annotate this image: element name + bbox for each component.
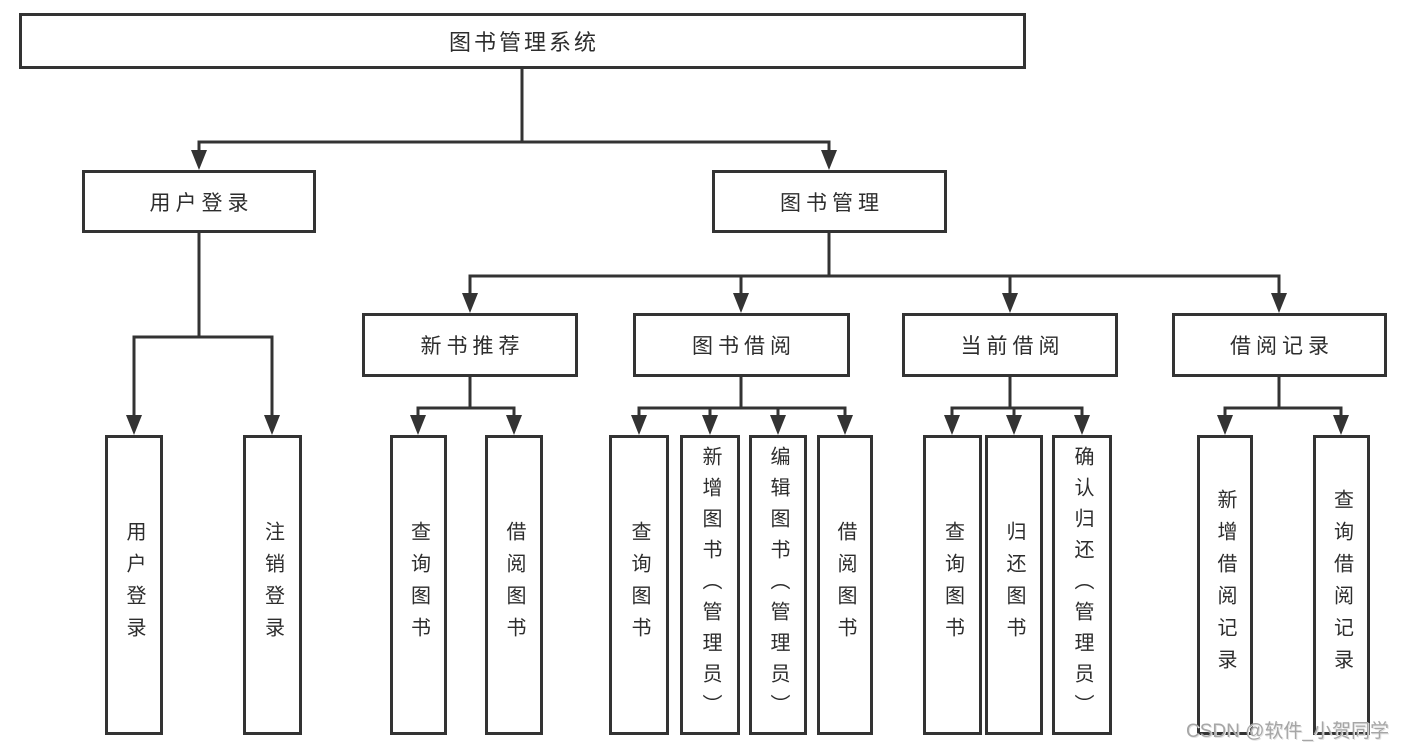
node-book-management-label: 图书管理: [780, 191, 884, 215]
leaf-records-query-record: 查询借阅记录: [1313, 435, 1370, 735]
leaf-borrow-borrow-book-label: 借阅图书: [834, 521, 856, 649]
connector-root-to-level2: [197, 69, 831, 152]
connector-current-to-leaves: [950, 377, 1084, 417]
leaf-borrow-edit-book-admin: 编辑图书（管理员）: [749, 435, 807, 735]
leaf-user-login-label: 用户登录: [123, 521, 145, 649]
node-book-borrow: 图书借阅: [633, 313, 850, 377]
leaf-recommend-query-book-label: 查询图书: [407, 521, 430, 649]
leaf-current-query-book: 查询图书: [923, 435, 982, 735]
connector-bookmgmt-to-level3: [468, 233, 1281, 295]
leaf-records-query-record-label: 查询借阅记录: [1330, 489, 1353, 681]
leaf-logout: 注销登录: [243, 435, 302, 735]
connector-borrowmgr-to-leaves: [637, 377, 847, 417]
leaf-borrow-query-book: 查询图书: [609, 435, 669, 735]
connector-userlogin-to-leaves: [132, 233, 274, 417]
leaf-borrow-edit-book-admin-label: 编辑图书（管理员）: [767, 445, 789, 725]
leaf-logout-label: 注销登录: [261, 521, 284, 649]
node-root: 图书管理系统: [19, 13, 1026, 69]
leaf-recommend-query-book: 查询图书: [390, 435, 447, 735]
leaf-recommend-borrow-book: 借阅图书: [485, 435, 543, 735]
leaf-current-confirm-return-admin: 确认归还（管理员）: [1052, 435, 1112, 735]
node-new-book-recommend: 新书推荐: [362, 313, 578, 377]
node-book-management: 图书管理: [712, 170, 947, 233]
node-new-book-recommend-label: 新书推荐: [420, 335, 525, 358]
node-current-borrow-label: 当前借阅: [960, 335, 1065, 358]
leaf-current-return-book-label: 归还图书: [1003, 521, 1025, 649]
leaf-records-add-record: 新增借阅记录: [1197, 435, 1253, 735]
leaf-borrow-query-book-label: 查询图书: [628, 521, 650, 649]
leaf-records-add-record-label: 新增借阅记录: [1214, 489, 1236, 681]
node-user-login: 用户登录: [82, 170, 316, 233]
csdn-watermark: CSDN @软件_小贺同学: [1186, 721, 1389, 742]
leaf-current-confirm-return-admin-label: 确认归还（管理员）: [1071, 445, 1093, 725]
leaf-borrow-borrow-book: 借阅图书: [817, 435, 873, 735]
leaf-recommend-borrow-book-label: 借阅图书: [503, 521, 525, 649]
leaf-borrow-add-book-admin-label: 新增图书（管理员）: [699, 445, 721, 725]
node-current-borrow: 当前借阅: [902, 313, 1118, 377]
node-root-label: 图书管理系统: [448, 30, 599, 55]
node-user-login-label: 用户登录: [149, 191, 254, 215]
leaf-user-login: 用户登录: [105, 435, 163, 735]
node-borrow-records-label: 借阅记录: [1230, 335, 1334, 358]
leaf-borrow-add-book-admin: 新增图书（管理员）: [680, 435, 740, 735]
leaf-current-query-book-label: 查询图书: [941, 521, 964, 649]
node-book-borrow-label: 图书借阅: [692, 335, 796, 358]
connector-records-to-leaves: [1223, 377, 1343, 417]
leaf-current-return-book: 归还图书: [985, 435, 1043, 735]
connector-recommend-to-leaves: [416, 377, 516, 417]
node-borrow-records: 借阅记录: [1172, 313, 1387, 377]
